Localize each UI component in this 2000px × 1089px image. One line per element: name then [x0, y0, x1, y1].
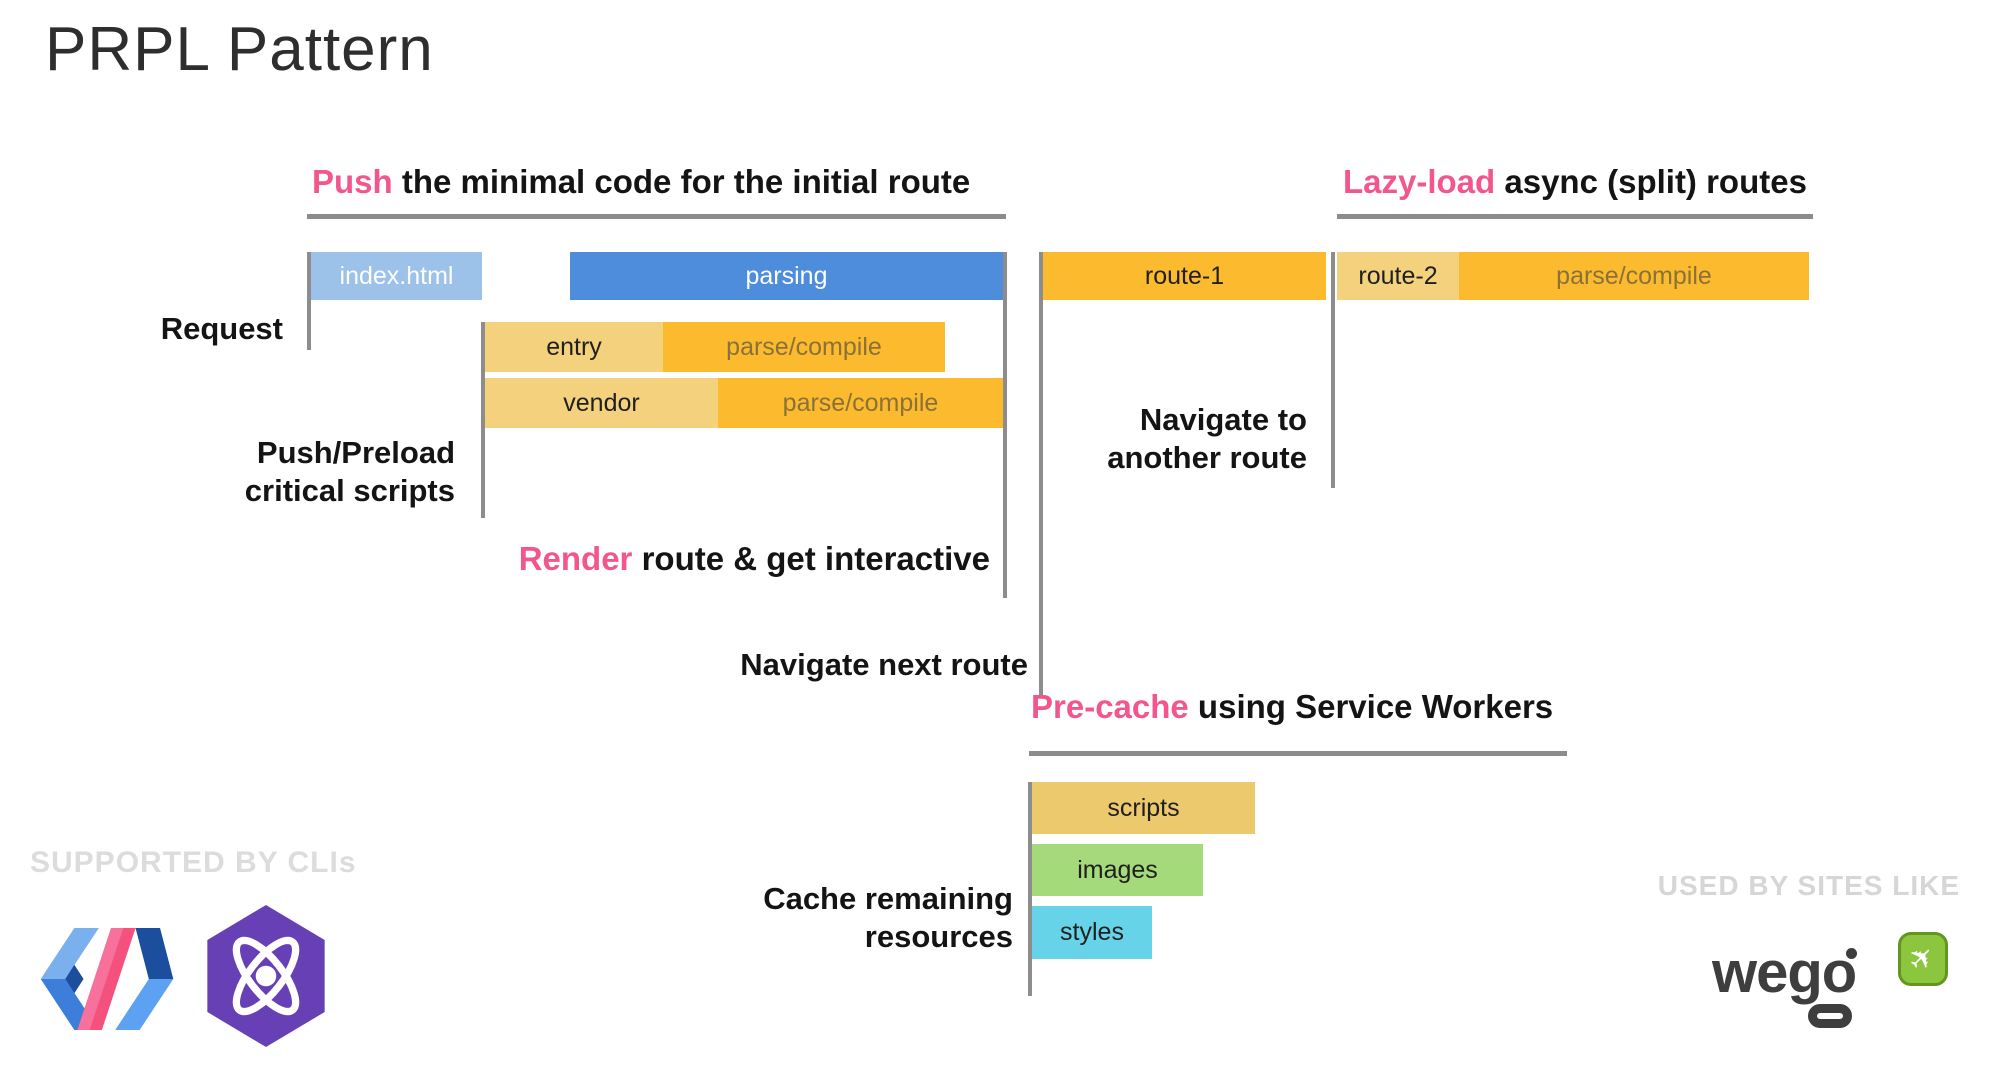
- render-heading-highlight: Render: [518, 540, 633, 577]
- push-heading-highlight: Push: [312, 163, 393, 200]
- render-heading-rest: route & get interactive: [632, 540, 990, 577]
- render-divider-line: [1003, 252, 1007, 598]
- wego-wordmark: wego: [1712, 940, 1857, 1005]
- cache-remaining-label: Cache remaining resources: [763, 880, 1013, 957]
- push-preload-label-line2: critical scripts: [244, 473, 455, 509]
- navigate-another-label-line2: another route: [1107, 440, 1307, 476]
- page-title: PRPL Pattern: [45, 15, 434, 84]
- bar-route-2: route-2: [1337, 252, 1459, 300]
- push-heading: Push the minimal code for the initial ro…: [312, 163, 970, 201]
- lazy-load-heading: Lazy-load async (split) routes: [1343, 163, 1807, 201]
- pre-cache-divider-line: [1028, 782, 1032, 996]
- push-preload-label: Push/Preload critical scripts: [245, 434, 455, 511]
- push-preload-divider-line: [481, 322, 485, 518]
- wego-badge: ✈: [1898, 932, 1948, 986]
- bar-route-2-parse-compile: parse/compile: [1459, 252, 1809, 300]
- used-by-sites-label: USED BY SITES LIKE: [1657, 870, 1960, 901]
- polymer-logo: [40, 928, 174, 1030]
- render-heading: Render route & get interactive: [519, 540, 990, 578]
- bar-vendor-parse-compile: parse/compile: [718, 378, 1003, 428]
- cache-remaining-label-line1: Cache remaining: [763, 881, 1013, 916]
- lazy-load-underline: [1337, 214, 1813, 219]
- wego-airplane-icon: ✈: [1902, 938, 1944, 980]
- wego-bowl: [1808, 1004, 1852, 1028]
- navigate-another-label: Navigate to another route: [1107, 401, 1307, 478]
- bar-styles: styles: [1032, 906, 1152, 959]
- pre-cache-heading-highlight: Pre-cache: [1031, 688, 1189, 725]
- request-divider-line: [307, 252, 311, 350]
- lazy-load-heading-highlight: Lazy-load: [1343, 163, 1496, 200]
- wego-dot: [1846, 948, 1857, 959]
- bar-vendor: vendor: [485, 378, 718, 428]
- preact-logo: [207, 905, 325, 1047]
- bar-entry: entry: [485, 322, 663, 372]
- supported-by-clis-label: SUPPORTED BY CLIs: [30, 846, 357, 879]
- navigate-another-divider-line: [1331, 252, 1335, 488]
- pre-cache-heading: Pre-cache using Service Workers: [1031, 688, 1553, 726]
- bar-entry-parse-compile: parse/compile: [663, 322, 945, 372]
- navigate-next-label: Navigate next route: [740, 647, 1028, 682]
- request-label: Request: [160, 311, 283, 346]
- wego-logo: wego ✈: [1712, 926, 1962, 1046]
- cache-remaining-label-line2: resources: [864, 919, 1013, 955]
- navigate-next-divider-line: [1039, 252, 1043, 695]
- push-heading-rest: the minimal code for the initial route: [392, 163, 971, 200]
- bar-images: images: [1032, 844, 1203, 896]
- navigate-another-label-line1: Navigate to: [1139, 402, 1307, 437]
- bar-route-1: route-1: [1043, 252, 1326, 300]
- push-preload-label-line1: Push/Preload: [256, 435, 455, 470]
- bar-index-html: index.html: [311, 252, 482, 300]
- push-underline: [307, 214, 1006, 219]
- pre-cache-heading-rest: using Service Workers: [1188, 688, 1554, 725]
- lazy-load-heading-rest: async (split) routes: [1495, 163, 1807, 200]
- bar-scripts: scripts: [1032, 782, 1255, 834]
- pre-cache-underline: [1029, 751, 1567, 756]
- bar-parsing: parsing: [570, 252, 1003, 300]
